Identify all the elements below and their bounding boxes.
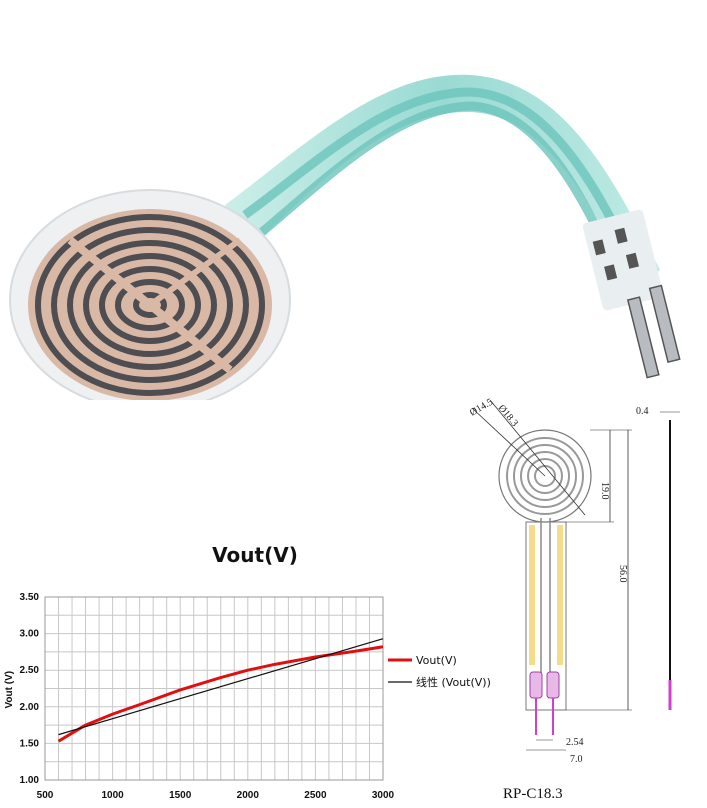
model-caption: RP-C18.3 [503, 786, 563, 802]
sensor-photo [9, 74, 681, 400]
technical-drawing: Ø18.3 Ø14.5 19.0 56.0 0.4 2.54 7.0 [468, 397, 680, 765]
dim-inner-diameter: Ø14.5 [468, 397, 495, 419]
dim-pin-pitch: 2.54 [566, 737, 584, 748]
dim-thickness: 0.4 [636, 406, 649, 417]
chart-title: Vout(V) [212, 543, 298, 567]
dim-tail-width: 7.0 [570, 754, 583, 765]
x-tick-label: 1500 [169, 790, 192, 801]
legend-label: 线性 (Vout(V)) [416, 675, 491, 689]
y-tick-label: 3.00 [20, 629, 40, 640]
y-tick-label: 1.00 [20, 775, 40, 786]
chart-plot: 500 1000 1500 2000 2500 3000 1.00 1.50 2.00 2.50 3… [4, 592, 491, 801]
y-tick-label: 1.50 [20, 738, 40, 749]
y-tick-label: 2.00 [20, 702, 40, 713]
vout-chart: Vout(V) 500 1000 1500 2000 2500 3000 1.00 1.50 2… [0, 535, 500, 808]
plot-frame [44, 596, 384, 781]
y-tick-label: 2.50 [20, 665, 40, 676]
series-linear-trend-line [58, 638, 384, 736]
x-tick-label: 3000 [372, 790, 395, 801]
x-tick-label: 500 [37, 790, 54, 801]
y-tick-label: 3.50 [20, 592, 40, 603]
dim-outer-diameter: Ø18.3 [496, 403, 520, 429]
y-axis-label: Vout (V) [4, 671, 15, 709]
x-tick-label: 2000 [237, 790, 260, 801]
legend-label: Vout(V) [416, 654, 457, 667]
dim-total-length: 56.0 [617, 565, 628, 583]
x-tick-label: 1000 [101, 790, 124, 801]
dim-head-height: 19.0 [599, 482, 610, 500]
x-tick-label: 2500 [304, 790, 327, 801]
